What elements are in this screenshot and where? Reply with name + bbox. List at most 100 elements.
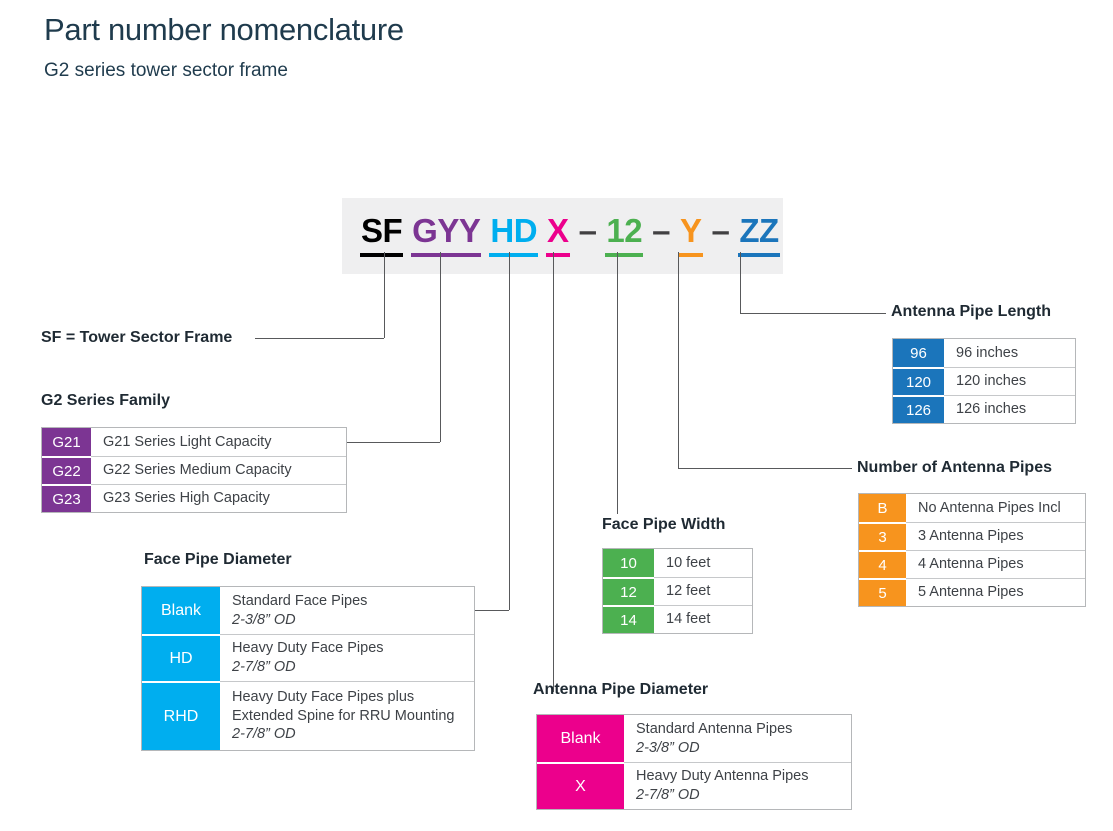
connector-hd-vertical [509, 252, 510, 610]
table-row: 96 96 inches [893, 339, 1075, 367]
desc-cell: G23 Series High Capacity [91, 484, 346, 512]
code-cell: G23 [42, 484, 91, 512]
face-pipe-diameter-heading: Face Pipe Diameter [144, 551, 292, 568]
desc-cell: 3 Antenna Pipes [906, 522, 1085, 550]
table-row: G23 G23 Series High Capacity [42, 484, 346, 512]
connector-zz-vertical [740, 252, 741, 313]
antenna-pipe-length-table: 96 96 inches 120 120 inches 126 126 inch… [892, 338, 1076, 424]
od-note: 2-7/8” OD [232, 659, 296, 675]
segment-x: X [546, 212, 570, 257]
segment-zz: ZZ [738, 212, 780, 257]
table-row: B No Antenna Pipes Incl [859, 494, 1085, 522]
od-note: 2-3/8” OD [636, 739, 700, 756]
segment-hd: HD [489, 212, 539, 257]
antenna-pipe-count-heading: Number of Antenna Pipes [857, 459, 1052, 476]
sf-definition-label: SF = Tower Sector Frame [41, 329, 233, 346]
od-note: 2-7/8” OD [636, 787, 700, 803]
segment-sf: SF [360, 212, 404, 257]
table-row: HD Heavy Duty Face Pipes 2-7/8” OD [142, 634, 474, 681]
segment-dash: – [652, 212, 670, 249]
desc-line: Heavy Duty Face Pipes plus Extended Spin… [232, 688, 455, 724]
code-cell: G22 [42, 456, 91, 484]
connector-zz-horizontal [740, 313, 886, 314]
desc-cell: Heavy Duty Antenna Pipes 2-7/8” OD [624, 762, 851, 809]
connector-sf-horizontal [255, 338, 384, 339]
code-cell: 12 [603, 577, 654, 605]
desc-cell: 96 inches [956, 344, 1019, 361]
segment-12: 12 [605, 212, 644, 257]
desc-cell: G22 Series Medium Capacity [91, 456, 346, 484]
code-cell: 4 [859, 550, 906, 578]
connector-12-vertical [617, 252, 618, 514]
antenna-pipe-diameter-heading: Antenna Pipe Diameter [533, 681, 709, 698]
connector-y-vertical [678, 252, 679, 468]
table-row: 5 5 Antenna Pipes [859, 578, 1085, 606]
part-number: SF GYY HD X – 12 – Y – ZZ [342, 198, 783, 257]
code-cell: 126 [893, 395, 944, 423]
connector-hd-horizontal [475, 610, 509, 611]
face-pipe-width-heading: Face Pipe Width [602, 516, 726, 533]
page-subtitle: G2 series tower sector frame [44, 60, 288, 81]
table-row: 10 10 feet [603, 549, 752, 577]
connector-y-horizontal [678, 468, 852, 469]
desc-cell: 10 feet [666, 554, 711, 571]
desc-cell: 14 feet [654, 605, 752, 633]
desc-cell: 120 inches [944, 367, 1075, 395]
connector-gyy-vertical [440, 252, 441, 442]
antenna-pipe-length-heading: Antenna Pipe Length [891, 303, 1051, 320]
desc-line: Heavy Duty Antenna Pipes [636, 768, 809, 785]
od-note: 2-3/8” OD [232, 611, 296, 628]
table-row: G21 G21 Series Light Capacity [42, 428, 346, 456]
code-cell: HD [142, 634, 220, 681]
segment-y: Y [679, 212, 703, 257]
code-cell: RHD [142, 681, 220, 750]
table-row: 3 3 Antenna Pipes [859, 522, 1085, 550]
code-cell: Blank [537, 715, 624, 762]
desc-cell: 12 feet [654, 577, 752, 605]
table-row: G22 G22 Series Medium Capacity [42, 456, 346, 484]
code-cell: 10 [603, 549, 654, 577]
desc-cell: G21 Series Light Capacity [103, 433, 272, 450]
desc-cell: Heavy Duty Face Pipes plus Extended Spin… [220, 681, 474, 750]
desc-line: Standard Antenna Pipes [636, 720, 793, 737]
table-row: Blank Standard Face Pipes 2-3/8” OD [142, 587, 474, 634]
part-number-strip: SF GYY HD X – 12 – Y – ZZ [342, 198, 783, 274]
table-row: Blank Standard Antenna Pipes 2-3/8” OD [537, 715, 851, 762]
code-cell: 14 [603, 605, 654, 633]
connector-gyy-horizontal [347, 442, 440, 443]
code-cell: 96 [893, 339, 944, 367]
desc-line: Standard Face Pipes [232, 592, 368, 609]
table-row: 120 120 inches [893, 367, 1075, 395]
segment-dash: – [711, 212, 730, 249]
od-note: 2-7/8” OD [232, 726, 296, 743]
table-row: 126 126 inches [893, 395, 1075, 423]
desc-cell: Heavy Duty Face Pipes 2-7/8” OD [220, 634, 474, 681]
table-row: RHD Heavy Duty Face Pipes plus Extended … [142, 681, 474, 750]
code-cell: 5 [859, 578, 906, 606]
segment-gyy: GYY [411, 212, 482, 257]
desc-cell: 4 Antenna Pipes [906, 550, 1085, 578]
family-heading: G2 Series Family [41, 392, 170, 409]
code-cell: 120 [893, 367, 944, 395]
desc-cell: 5 Antenna Pipes [906, 578, 1085, 606]
code-cell: B [859, 494, 906, 522]
code-cell: G21 [42, 428, 91, 456]
page-title: Part number nomenclature [44, 12, 404, 47]
desc-line: Heavy Duty Face Pipes [232, 640, 384, 657]
table-row: 4 4 Antenna Pipes [859, 550, 1085, 578]
code-cell: Blank [142, 587, 220, 634]
family-table: G21 G21 Series Light Capacity G22 G22 Se… [41, 427, 347, 513]
connector-x-vertical [553, 252, 554, 692]
antenna-pipe-diameter-table: Blank Standard Antenna Pipes 2-3/8” OD X… [536, 714, 852, 810]
table-row: 14 14 feet [603, 605, 752, 633]
table-row: X Heavy Duty Antenna Pipes 2-7/8” OD [537, 762, 851, 809]
face-pipe-width-table: 10 10 feet 12 12 feet 14 14 feet [602, 548, 753, 634]
code-cell: 3 [859, 522, 906, 550]
desc-cell: Standard Antenna Pipes 2-3/8” OD [624, 715, 851, 762]
desc-cell: No Antenna Pipes Incl [918, 499, 1061, 516]
connector-sf-vertical [384, 252, 385, 338]
code-cell: X [537, 762, 624, 809]
table-row: 12 12 feet [603, 577, 752, 605]
antenna-pipe-count-table: B No Antenna Pipes Incl 3 3 Antenna Pipe… [858, 493, 1086, 607]
face-pipe-diameter-table: Blank Standard Face Pipes 2-3/8” OD HD H… [141, 586, 475, 751]
